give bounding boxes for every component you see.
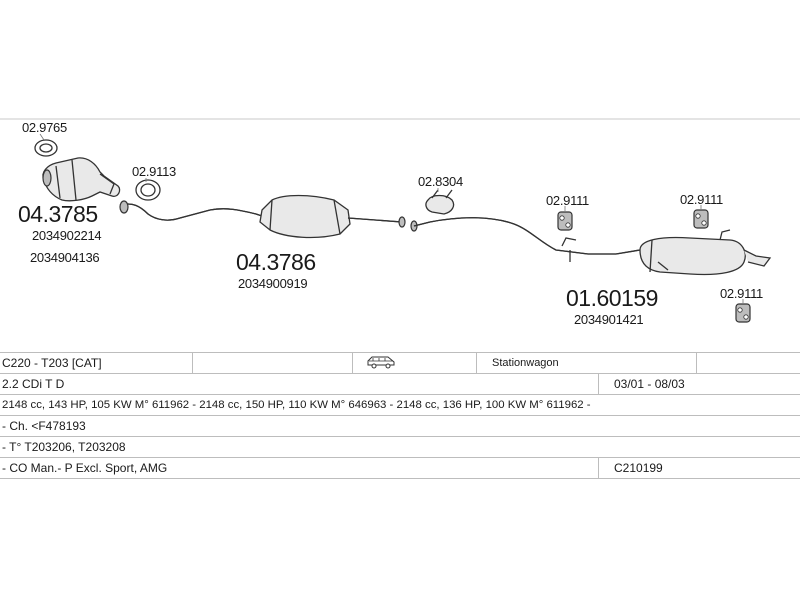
part-code: 02.9111 — [546, 193, 589, 208]
chassis-range: - Ch. <F478193 — [2, 419, 86, 433]
part-code: 02.9765 — [22, 120, 67, 135]
exhaust-diagram: 02.9765 02.9113 04.3785 2034902214 20349… — [0, 118, 800, 327]
centre-pipe-part — [119, 194, 406, 239]
catalytic-converter-part — [42, 157, 121, 202]
gasket-part — [135, 179, 161, 201]
info-row-model: C220 - T203 [CAT] Stationwagon — [0, 352, 800, 374]
kit-code: C210199 — [614, 461, 663, 475]
ring-part — [34, 139, 58, 157]
fitment-notes: - CO Man.- P Excl. Sport, AMG — [2, 461, 168, 475]
production-period: 03/01 - 08/03 — [614, 377, 685, 391]
model-label: C220 - T203 [CAT] — [2, 356, 102, 370]
info-row-type: - T° T203206, T203208 — [0, 437, 800, 458]
station-wagon-icon — [364, 355, 396, 373]
ref-number: 2034901421 — [574, 312, 643, 327]
ref-number: 2034904136 — [30, 250, 99, 265]
rubber-hanger-part — [557, 211, 573, 231]
vehicle-info-table: C220 - T203 [CAT] Stationwagon 2.2 CDi T… — [0, 352, 800, 479]
body-type: Stationwagon — [492, 357, 559, 369]
engine-specs: 2148 cc, 143 HP, 105 KW M° 611962 - 2148… — [2, 399, 591, 411]
part-code: 02.9113 — [132, 164, 176, 179]
info-row-notes: - CO Man.- P Excl. Sport, AMG C210199 — [0, 458, 800, 479]
rear-silencer-part — [410, 217, 772, 276]
clamp-part — [425, 189, 455, 215]
info-row-specs: 2148 cc, 143 HP, 105 KW M° 611962 - 2148… — [0, 395, 800, 416]
part-number: 04.3785 — [18, 201, 98, 227]
info-row-engine: 2.2 CDi T D 03/01 - 08/03 — [0, 374, 800, 395]
part-code: 02.8304 — [418, 174, 463, 189]
info-row-chassis: - Ch. <F478193 — [0, 416, 800, 437]
type-codes: - T° T203206, T203208 — [2, 440, 126, 454]
rubber-hanger-part — [735, 303, 751, 323]
part-code: 02.9111 — [720, 286, 763, 301]
part-number: 04.3786 — [236, 249, 316, 275]
ref-number: 2034902214 — [32, 228, 101, 243]
ref-number: 2034900919 — [238, 276, 307, 291]
rubber-hanger-part — [693, 209, 709, 229]
engine-label: 2.2 CDi T D — [2, 377, 65, 391]
part-code: 02.9111 — [680, 192, 723, 207]
part-number: 01.60159 — [566, 285, 658, 311]
